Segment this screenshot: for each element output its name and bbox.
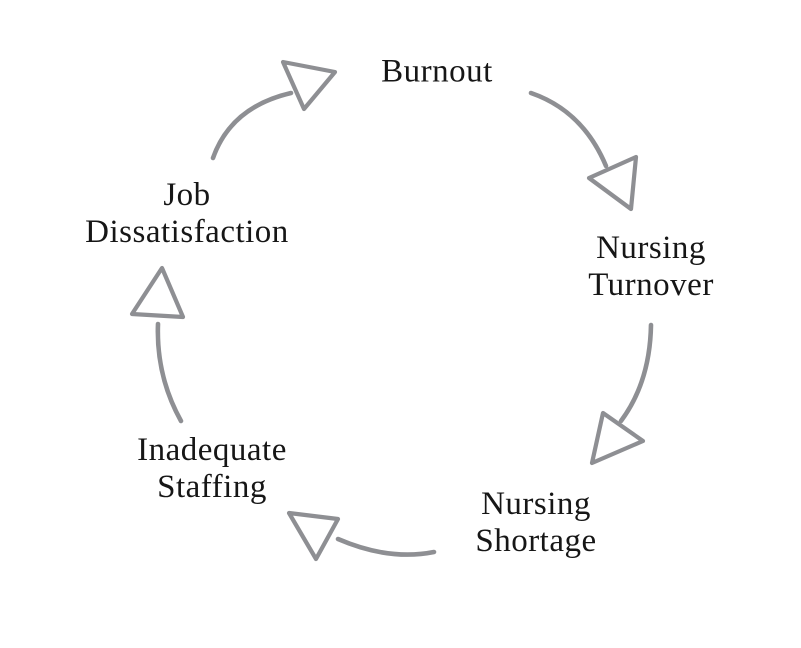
arrow-shaft xyxy=(528,90,609,169)
node-label-line1: Inadequate xyxy=(137,432,287,468)
node-job-dissatisfaction: Job Dissatisfaction xyxy=(85,177,289,251)
node-nursing-shortage: Nursing Shortage xyxy=(475,486,596,560)
arrow-burnout-to-nursing-turnover xyxy=(528,90,639,212)
node-label-line2: Turnover xyxy=(588,267,714,303)
node-nursing-turnover: Nursing Turnover xyxy=(588,230,714,304)
arrowhead-icon xyxy=(129,265,186,320)
arrow-shaft xyxy=(210,90,294,161)
arrowhead-icon xyxy=(586,154,639,212)
node-label: Burnout xyxy=(381,53,493,90)
arrow-nursing-turnover-to-nursing-shortage xyxy=(589,322,654,466)
arrow-job-dissatisfaction-to-burnout xyxy=(210,59,338,161)
node-label-line2: Shortage xyxy=(475,523,597,559)
arrow-inadequate-staffing-to-job-dissatisfaction xyxy=(129,265,186,424)
node-label-line1: Nursing xyxy=(596,230,706,266)
node-label-line1: Nursing xyxy=(481,486,591,522)
arrow-shaft xyxy=(155,321,184,424)
node-inadequate-staffing: Inadequate Staffing xyxy=(137,432,287,506)
arrowhead-icon xyxy=(589,410,646,466)
arrow-shaft xyxy=(618,322,654,424)
arrowhead-icon xyxy=(286,510,341,562)
node-label-line2: Dissatisfaction xyxy=(85,214,289,250)
node-label-line2: Staffing xyxy=(157,469,267,505)
node-burnout: Burnout xyxy=(381,54,493,91)
node-label-line1: Job xyxy=(163,177,211,213)
arrowhead-icon xyxy=(280,59,338,112)
arrow-shaft xyxy=(335,536,437,557)
arrow-nursing-shortage-to-inadequate-staffing xyxy=(286,510,437,562)
